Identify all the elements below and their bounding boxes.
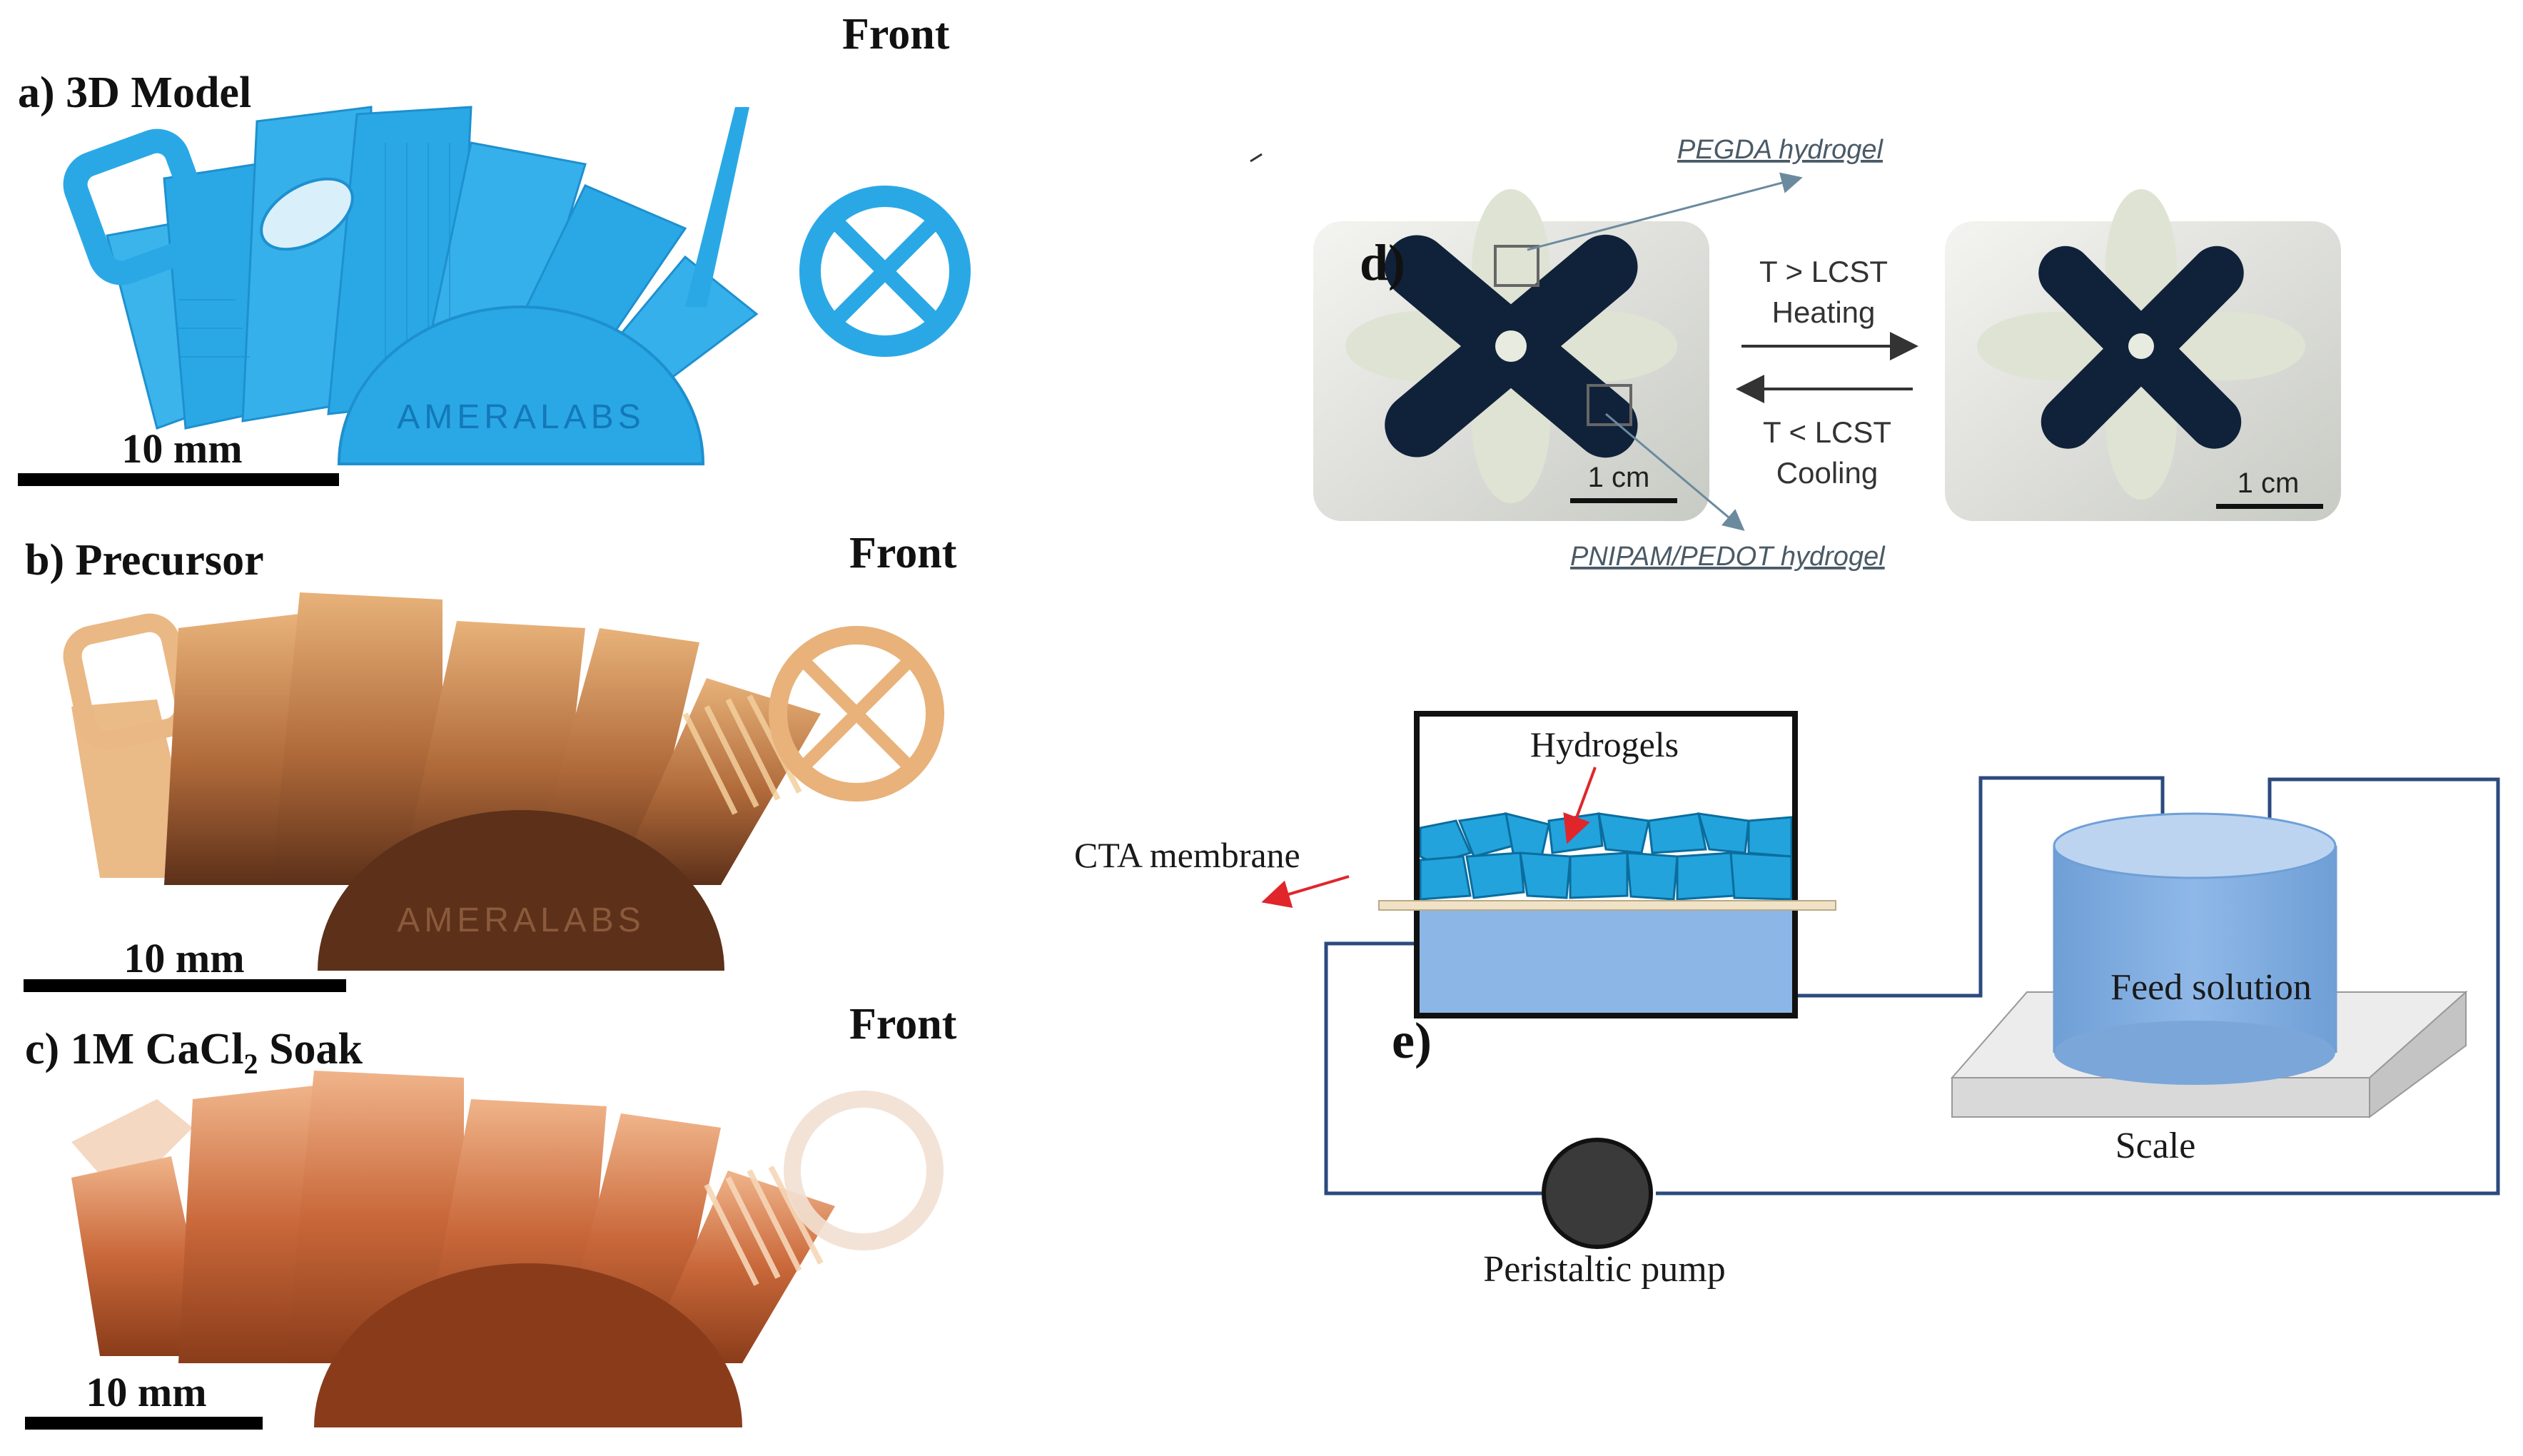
cooling-condition: T < LCST: [1763, 415, 1891, 449]
panel-b: AMERALABS b) Precursor Front 10 mm: [24, 529, 957, 992]
scale-bar-left: [1570, 498, 1677, 503]
osmosis-cell: [1414, 711, 1798, 1018]
panel-b-brand: AMERALABS: [397, 901, 644, 939]
panel-b-scale-label: 10 mm: [123, 935, 244, 981]
hydrogels-pointer: [1563, 767, 1597, 844]
panel-e-label: e): [1392, 1012, 1432, 1069]
hydrogels-label: Hydrogels: [1530, 724, 1679, 764]
heating-condition: T > LCST: [1759, 255, 1888, 288]
panel-a-scale-bar: [18, 473, 339, 486]
feed-solution-cylinder: [2053, 812, 2337, 1085]
panel-b-scale-bar: [24, 979, 346, 992]
panel-c-front-label: Front: [849, 1000, 957, 1048]
panel-c-label-suffix: Soak: [258, 1025, 363, 1073]
cacl2-soak-photo: [71, 1071, 944, 1427]
panel-c-label-subscript: 2: [243, 1048, 258, 1080]
panel-d-label: d): [1360, 234, 1405, 291]
closed-flower-hydrogel-actuator: [1977, 189, 2305, 500]
hydrogel-particles: [1419, 812, 1793, 901]
scale-label-right: 1 cm: [2238, 467, 2300, 499]
precursor-photo: [63, 592, 944, 971]
scale-bar-right: [2216, 504, 2323, 509]
panel-a-brand: AMERALABS: [397, 398, 644, 436]
pnipam-pointer: [1605, 413, 1745, 531]
panel-a-front-label: Front: [842, 10, 950, 59]
scale-label: Scale: [2115, 1126, 2196, 1166]
stray-mark: [1250, 153, 1263, 163]
pnipam-annotation: PNIPAM/PEDOT hydrogel: [1570, 542, 1886, 572]
membrane-label: CTA membrane: [1074, 835, 1300, 875]
panel-c-scale-label: 10 mm: [86, 1369, 206, 1415]
scale-label-left: 1 cm: [1588, 462, 1650, 493]
cooling-label: Cooling: [1776, 456, 1878, 490]
tubing-return: [1324, 941, 1542, 1195]
panel-c-label: c) 1M CaCl2 Soak: [25, 1025, 363, 1080]
peristaltic-pump: [1542, 1138, 1653, 1249]
heating-label: Heating: [1772, 295, 1876, 329]
panel-b-front-label: Front: [849, 529, 957, 577]
panel-c: c) 1M CaCl2 Soak Front 10 mm: [25, 1000, 957, 1430]
panel-c-scale-bar: [25, 1417, 263, 1430]
panel-a-scale-label: 10 mm: [121, 425, 242, 472]
membrane-pointer: [1261, 875, 1350, 909]
pump-label: Peristaltic pump: [1483, 1249, 1725, 1290]
x-shaped-hydrogel-actuator: [1345, 189, 1677, 503]
panel-c-label-prefix: c) 1M CaCl: [25, 1025, 243, 1073]
feed-solution-label: Feed solution: [2110, 967, 2312, 1008]
panel-e: Feed solution Scale: [1074, 711, 2500, 1290]
pegda-annotation: PEGDA hydrogel: [1677, 135, 1884, 165]
panel-b-label: b) Precursor: [25, 536, 264, 585]
pegda-pointer: [1527, 172, 1803, 251]
panel-d: 1 cm 1 cm T > LCST Heating T < LCST Cool…: [1250, 135, 2341, 572]
cta-membrane: [1378, 900, 1836, 911]
panel-a-label: a) 3D Model: [18, 69, 251, 117]
model-3d-illustration: [63, 106, 971, 465]
panel-a: AMERALABS a) 3D Model Front 10 mm: [18, 10, 971, 486]
